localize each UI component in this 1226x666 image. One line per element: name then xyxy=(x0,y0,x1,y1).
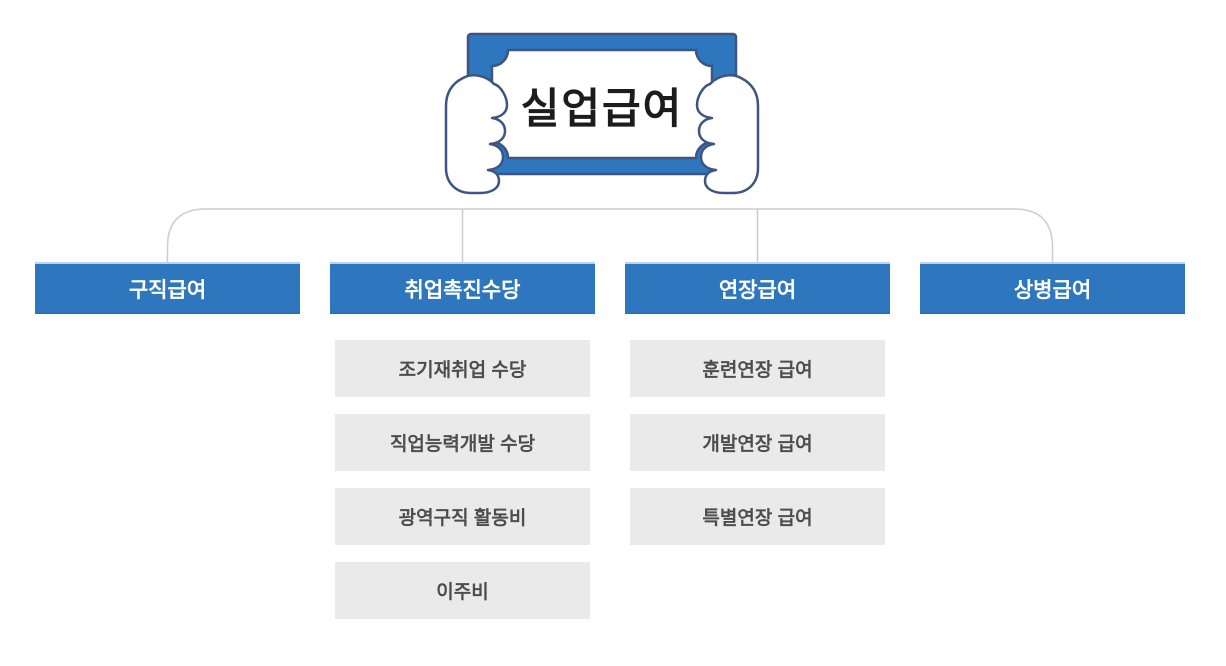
right-hand-icon xyxy=(695,74,760,195)
sub-box-special-extension-benefit: 특별연장 급여 xyxy=(630,488,885,545)
sub-label: 조기재취업 수당 xyxy=(398,360,527,381)
level1-box-extended-benefit: 연장급여 xyxy=(625,262,890,314)
level1-box-employment-promotion-allowance: 취업촉진수당 xyxy=(330,262,595,314)
sign-panel xyxy=(490,48,714,160)
hands-holding-sign-icon xyxy=(444,32,760,195)
level1-label: 구직급여 xyxy=(128,278,207,302)
connector-lines xyxy=(166,208,1054,262)
sub-label: 이주비 xyxy=(436,582,489,603)
sub-box-training-extension-benefit: 훈련연장 급여 xyxy=(630,340,885,397)
level1-label: 상병급여 xyxy=(1013,278,1092,302)
sub-label: 직업능력개발 수당 xyxy=(389,434,536,455)
sub-box-early-reemployment-allowance: 조기재취업 수당 xyxy=(335,340,590,397)
level1-label: 취업촉진수당 xyxy=(404,278,521,302)
sub-box-moving-expenses: 이주비 xyxy=(335,562,590,619)
level1-box-job-seeking-benefit: 구직급여 xyxy=(35,262,300,314)
sub-box-wide-area-job-search-expenses: 광역구직 활동비 xyxy=(335,488,590,545)
sub-box-vocational-ability-development-allowance: 직업능력개발 수당 xyxy=(335,414,590,471)
sub-label: 훈련연장 급여 xyxy=(702,360,813,381)
root-node-title: 실업급여 xyxy=(520,84,684,132)
left-hand-icon xyxy=(444,74,509,195)
sub-label: 특별연장 급여 xyxy=(702,508,813,529)
level1-box-sickness-benefit: 상병급여 xyxy=(920,262,1185,314)
sub-box-development-extension-benefit: 개발연장 급여 xyxy=(630,414,885,471)
sub-label: 개발연장 급여 xyxy=(702,434,813,455)
level1-label: 연장급여 xyxy=(718,278,797,302)
sub-label: 광역구직 활동비 xyxy=(398,508,527,529)
